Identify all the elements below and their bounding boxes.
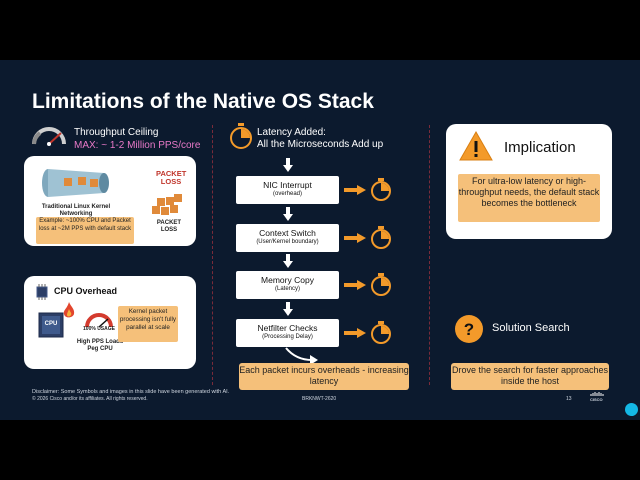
speedometer-icon — [32, 127, 66, 146]
step-name: Memory Copy — [261, 275, 314, 285]
right-arrow-icon — [344, 233, 366, 243]
solution-title: Solution Search — [492, 322, 570, 334]
down-arrow-icon — [283, 207, 293, 221]
column-separator-left — [212, 125, 213, 385]
cpu-processor-icon — [38, 312, 64, 338]
kernel-networking-card: Traditional Linux Kernel Networking PACK… — [24, 156, 196, 246]
svg-text:?: ? — [464, 320, 474, 339]
curved-arrow-icon — [285, 347, 318, 365]
cpu-note: Kernel packet processing isn't fully par… — [118, 306, 178, 342]
timer-icon — [371, 226, 391, 249]
step-sub: (Processing Delay) — [262, 334, 313, 340]
cpu-overhead-heading: CPU Overhead — [54, 286, 118, 296]
latency-summary: Each packet incurs overheads - increasin… — [239, 363, 409, 390]
step-netfilter-checks: Netfilter Checks (Processing Delay) — [236, 319, 339, 347]
kernel-pipe-icon — [42, 169, 109, 197]
slide: Limitations of the Native OS Stack Throu… — [0, 60, 640, 420]
implication-body: For ultra-low latency or high-throughput… — [458, 174, 600, 222]
session-id: BRKNWT-2620 — [302, 396, 337, 402]
step-context-switch: Context Switch (User/Kernel boundary) — [236, 224, 339, 252]
step-nic-interrupt: NIC Interrupt (overhead) — [236, 176, 339, 204]
timer-icon — [371, 321, 391, 344]
down-arrow-icon — [283, 158, 293, 172]
dropped-packets-icon — [152, 194, 182, 215]
implication-card: Implication For ultra-low latency or hig… — [446, 124, 612, 239]
step-sub: (Latency) — [274, 286, 300, 292]
fire-icon — [63, 302, 75, 318]
page-number: 13 — [566, 396, 572, 402]
cisco-logo-icon — [590, 392, 604, 396]
solution-body: Drove the search for faster approaches i… — [451, 363, 609, 390]
throughput-heading: Throughput Ceiling — [74, 127, 159, 138]
right-arrow-icon — [344, 280, 366, 290]
down-arrow-icon — [283, 254, 293, 268]
stopwatch-icon — [230, 123, 252, 149]
kernel-label: Traditional Linux Kernel Networking — [41, 204, 111, 217]
step-name: Netfilter Checks — [257, 323, 318, 333]
step-name: NIC Interrupt — [263, 180, 312, 190]
right-arrow-icon — [344, 185, 366, 195]
cpu-chip-icon — [36, 284, 48, 300]
cpu-chip-label: CPU — [44, 321, 58, 327]
down-arrow-icon — [283, 302, 293, 316]
packet-loss-label-bottom: PACKET LOSS — [156, 220, 182, 233]
latency-heading-line1: Latency Added: — [257, 127, 326, 138]
column-separator-right — [429, 125, 430, 385]
step-sub: (User/Kernel boundary) — [256, 239, 319, 245]
step-sub: (overhead) — [272, 191, 302, 197]
gauge-icon — [85, 313, 113, 328]
throughput-max: MAX: ~ 1-2 Million PPS/core — [74, 140, 201, 151]
timer-icon — [371, 178, 391, 201]
disclaimer: Disclaimer: Some Symbols and images in t… — [32, 389, 230, 395]
step-name: Context Switch — [259, 228, 316, 238]
slide-title: Limitations of the Native OS Stack — [32, 90, 374, 113]
packet-loss-label-top: PACKET LOSS — [156, 169, 187, 186]
cyan-indicator-dot — [625, 403, 638, 416]
cisco-logo-text: CISCO — [590, 397, 603, 402]
question-icon: ? — [455, 315, 483, 343]
step-memory-copy: Memory Copy (Latency) — [236, 271, 339, 299]
latency-heading-line2: All the Microseconds Add up — [257, 139, 384, 150]
cpu-caption: High PPS Loads Peg CPU — [76, 339, 124, 352]
timer-icon — [371, 273, 391, 296]
warning-icon — [459, 130, 493, 161]
usage-label: 100% USAGE — [83, 326, 115, 332]
implication-title: Implication — [504, 139, 576, 156]
copyright: © 2026 Cisco and/or its affiliates. All … — [32, 396, 148, 402]
example-note: Example: ~100% CPU and Packet loss at ~2… — [36, 217, 134, 244]
cpu-overhead-card: CPU Overhead CPU 100% USAGE High PPS Loa… — [24, 276, 196, 369]
right-arrow-icon — [344, 328, 366, 338]
